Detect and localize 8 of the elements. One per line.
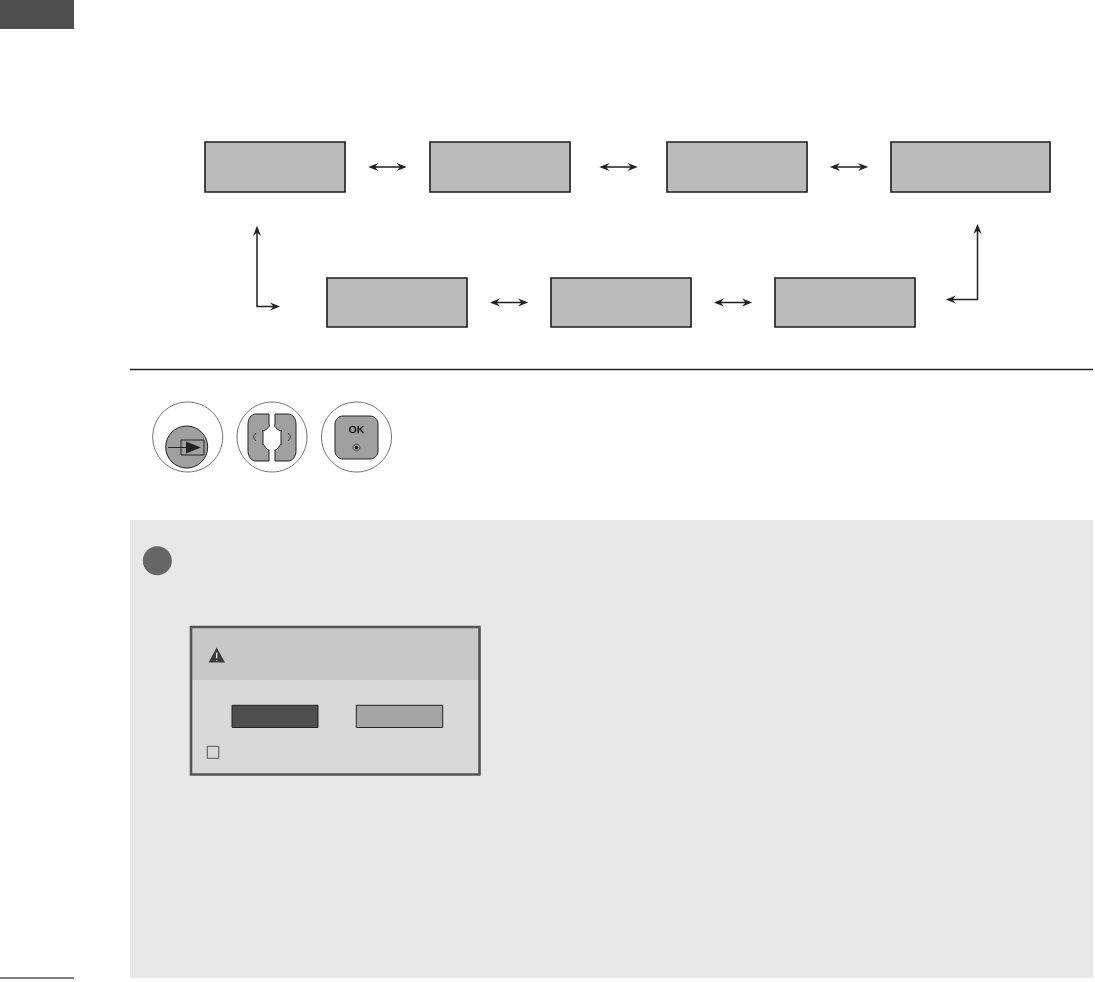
menu-box: [890, 141, 1051, 193]
menu-box: [550, 277, 692, 328]
menu-box: [666, 141, 808, 193]
menu-box: [204, 141, 346, 193]
menu-box: [326, 277, 468, 328]
button-label: OK: [349, 425, 365, 434]
menu-box: [429, 141, 571, 193]
menu-box: [774, 277, 916, 328]
